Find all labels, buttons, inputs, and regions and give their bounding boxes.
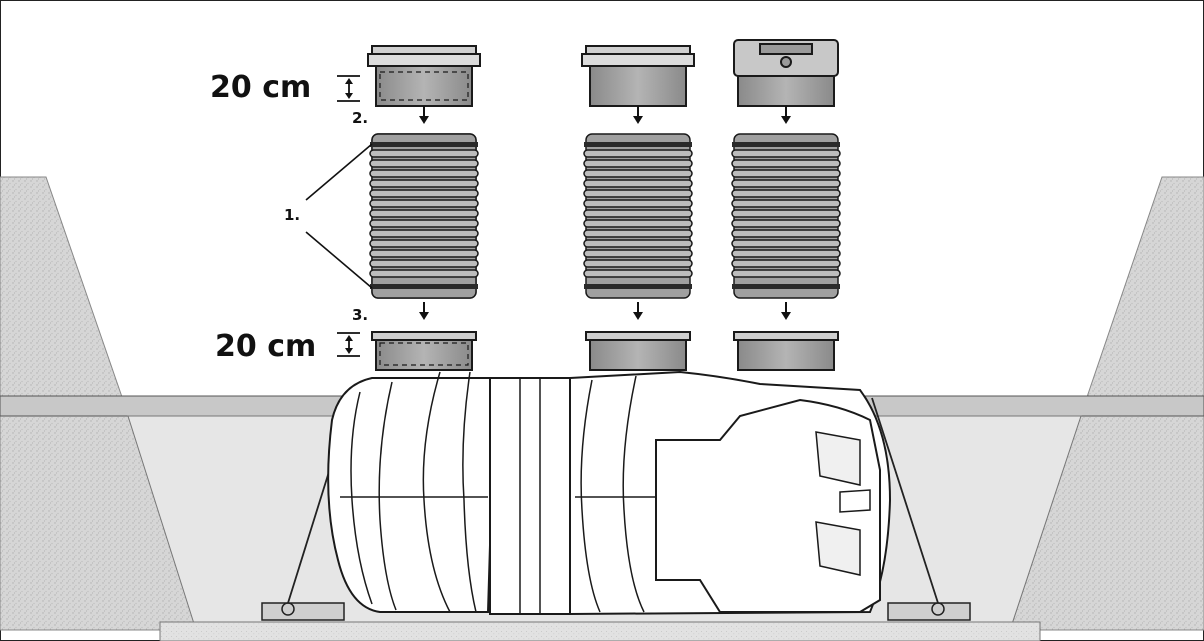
extension-ribs-3	[731, 133, 841, 299]
anchor-system	[261, 397, 971, 621]
tank	[327, 370, 892, 616]
lower-collars	[371, 331, 839, 371]
bottom-height-label: 20 cm	[215, 329, 316, 364]
top-height-label: 20 cm	[210, 70, 311, 105]
extension-ribs-1	[369, 133, 479, 299]
dimension-markers	[337, 75, 360, 357]
double-arrow-icon	[337, 75, 360, 102]
step-1-label: 1.	[284, 206, 300, 224]
step-3-label: 3.	[352, 306, 368, 324]
extension-ribs-2	[583, 133, 693, 299]
top-covers	[367, 39, 839, 107]
double-arrow-icon	[337, 332, 360, 357]
step-2-label: 2.	[352, 109, 368, 127]
label-1-leaders	[305, 143, 373, 289]
